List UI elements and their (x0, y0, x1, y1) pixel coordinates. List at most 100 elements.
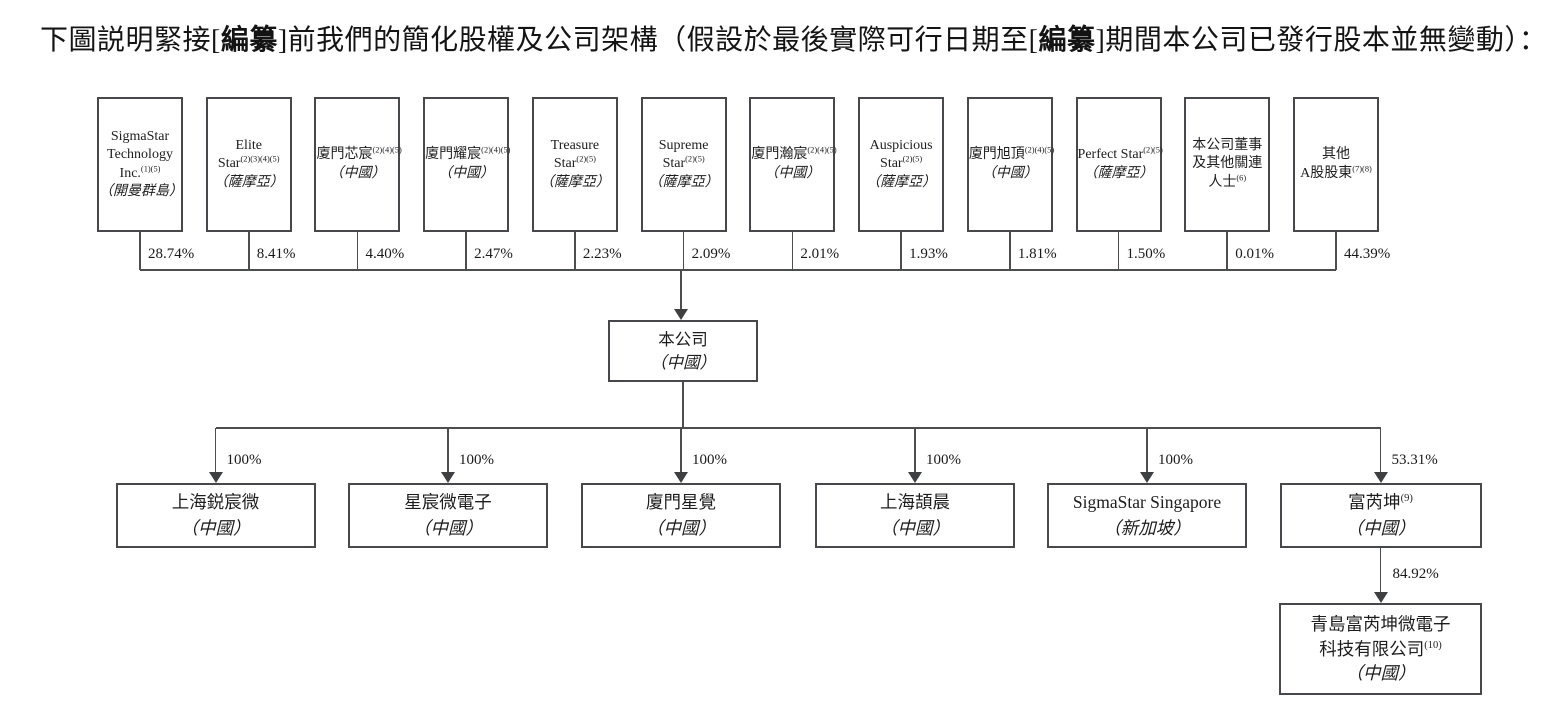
entity-name-line: 青島富芮坤微電子 (1310, 614, 1451, 635)
entity-name-line: Elite (235, 137, 262, 153)
entity-text: 廈門芯宸(2)(4)(5) （中國） (314, 145, 402, 183)
entity-jurisdiction: （中國） (413, 517, 483, 538)
shareholder-box: 廈門旭頂(2)(4)(5)（中國） (966, 97, 1055, 232)
footnote-ref: (2)(5) (685, 154, 705, 164)
stake-label: 4.40% (365, 246, 405, 262)
connector-stub (247, 232, 250, 270)
entity-text: 星宸微電子（中國） (350, 490, 546, 541)
entity-jurisdiction: （中國） (880, 517, 950, 538)
stake-label: 8.41% (256, 246, 296, 262)
stake-label: 100% (459, 452, 494, 468)
entity-jurisdiction: （中國） (329, 165, 386, 181)
footnote-ref: (2)(4)(5) (807, 145, 837, 155)
connector-bus-top (140, 269, 1336, 271)
entity-text: 本公司董事及其他關連人士(6) (1186, 137, 1268, 192)
subsidiary-box: 富芮坤(9)（中國） (1279, 483, 1482, 548)
connector-stub (356, 232, 359, 270)
sub-subsidiary-box: 青島富芮坤微電子科技有限公司(10) （中國） (1279, 603, 1482, 695)
connector-arrow-stem (914, 428, 916, 473)
footnote-ref: (2)(5) (576, 154, 596, 164)
entity-text: 廈門耀宸(2)(4)(5)（中國） (423, 145, 511, 183)
connector-stub (682, 232, 685, 270)
page-title: 下圖説明緊接[編纂]前我們的簡化股權及公司架構（假設於最後實際可行日期至[編纂]… (40, 18, 1547, 58)
entity-jurisdiction: （新加坡） (1103, 517, 1191, 538)
subsidiary-box: 上海頡晨（中國） (815, 483, 1015, 548)
entity-name-line: SigmaStar Singapore (1072, 492, 1222, 513)
entity-jurisdiction: （中國） (1345, 663, 1416, 684)
shareholder-box: 廈門耀宸(2)(4)(5)（中國） (423, 97, 511, 232)
arrowhead-icon (208, 472, 223, 483)
stake-label: 1.93% (909, 246, 948, 262)
connector-arrow-stem (214, 428, 217, 473)
entity-jurisdiction: （中國） (438, 165, 495, 181)
stake-label: 100% (1158, 452, 1193, 468)
entity-name-line: Star(2)(5) (880, 154, 923, 172)
entity-name-line: Supreme (658, 137, 709, 153)
entity-name-line: Auspicious (869, 137, 933, 153)
footnote-ref: (7)(8) (1352, 163, 1372, 173)
entity-name-line: Treasure (550, 137, 600, 153)
connector-stub (1335, 232, 1337, 270)
connector-stub (1009, 232, 1011, 270)
arrowhead-icon (908, 472, 922, 483)
entity-name-line: Perfect Star(2)(5) (1077, 145, 1163, 163)
entity-name-line: 其他 (1322, 147, 1350, 163)
entity-jurisdiction: （薩摩亞） (1083, 165, 1154, 181)
entity-jurisdiction: （中國） (180, 517, 251, 538)
stake-label: 0.01% (1235, 246, 1275, 262)
footnote-ref: (9) (1400, 493, 1413, 505)
stake-label: 2.09% (691, 246, 731, 262)
entity-name-line: Star(2)(3)(4)(5) (217, 154, 280, 172)
arrowhead-icon (441, 472, 455, 483)
stake-label: 84.92% (1392, 566, 1439, 582)
stake-label: 2.01% (800, 246, 840, 262)
shareholder-box: 本公司董事及其他關連人士(6) (1184, 97, 1271, 232)
entity-jurisdiction: （薩摩亞） (866, 174, 937, 190)
entity-jurisdiction: （中國） (650, 353, 716, 372)
connector-stub (1117, 232, 1120, 270)
entity-name-line: 廈門星覺 (646, 492, 716, 513)
entity-name-line: 本公司 (658, 329, 708, 349)
arrowhead-icon (1373, 472, 1388, 483)
connector-arrow-stem (1379, 548, 1382, 593)
company-box: 本公司 （中國） (608, 320, 758, 382)
entity-name-line: 本公司董事 (1192, 137, 1263, 153)
connector-stub (682, 382, 684, 428)
entity-jurisdiction: （開曼群島） (99, 183, 183, 199)
entity-name-line: Star(2)(5) (553, 154, 596, 172)
stake-label: 53.31% (1391, 452, 1438, 468)
shareholder-box: 廈門瀚宸(2)(4)(5)（中國） (749, 97, 837, 232)
entity-jurisdiction: （薩摩亞） (213, 174, 284, 190)
footnote-ref: (2)(4)(5) (481, 145, 511, 155)
entity-name-line: 人士(6) (1208, 173, 1247, 190)
arrowhead-icon (674, 472, 688, 483)
entity-name-line: 及其他關連 (1192, 156, 1263, 172)
stake-label: 100% (926, 452, 961, 468)
entity-jurisdiction: （中國） (1345, 517, 1416, 538)
connector-stub (139, 232, 141, 270)
subsidiary-box: SigmaStar Singapore （新加坡） (1047, 483, 1247, 548)
connector-stub (900, 232, 902, 270)
footnote-ref: (2)(5) (1143, 145, 1163, 155)
entity-name-line: Inc.(1)(5) (119, 163, 161, 181)
entity-name-line: 廈門芯宸(2)(4)(5) (316, 145, 402, 163)
arrowhead-icon (674, 309, 688, 320)
entity-jurisdiction: （中國） (981, 165, 1038, 181)
connector-stub (1226, 232, 1229, 270)
arrowhead-icon (1140, 472, 1154, 483)
entity-text: SigmaStar Singapore （新加坡） (1049, 490, 1245, 541)
title-text: ]前我們的簡化股權及公司架構（假設於最後實際可行日期至[ (277, 25, 1039, 56)
stake-label: 1.50% (1126, 246, 1166, 262)
footnote-ref: (2)(4)(5) (1024, 145, 1055, 155)
footnote-ref: (2)(5) (902, 154, 923, 164)
entity-name-line: 科技有限公司(10) (1319, 638, 1442, 659)
entity-jurisdiction: （中國） (764, 165, 821, 181)
